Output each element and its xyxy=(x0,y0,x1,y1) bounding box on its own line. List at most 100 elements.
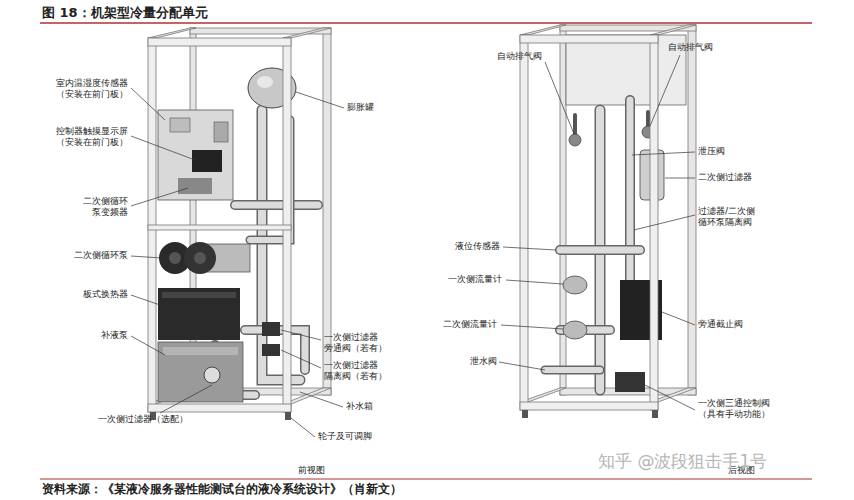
part-label: 泄水阀 xyxy=(470,356,497,367)
wheel xyxy=(522,410,658,418)
water-tank xyxy=(158,342,243,402)
wheel xyxy=(652,410,658,418)
control-panel xyxy=(158,110,233,200)
part-label: 补液泵 xyxy=(96,330,128,341)
control-panel xyxy=(170,118,190,132)
part-label: 一次侧三通控制阀 （具有手动功能） xyxy=(698,398,780,421)
leader-line xyxy=(131,188,188,206)
leader-line xyxy=(499,362,545,370)
plate-heat-exchanger xyxy=(162,292,236,298)
part-label: 泄压阀 xyxy=(698,146,725,157)
part-label: 自动排气阀 xyxy=(497,51,542,62)
part-label: 控制器触摸显示屏 （安装在前门板） xyxy=(46,126,128,149)
figure-title: 图 18：机架型冷量分配单元 xyxy=(42,5,208,21)
source-caption: 资料来源：《某液冷服务器性能测试台的液冷系统设计》（肖新文） xyxy=(42,482,402,497)
part-label: 二次侧循环泵 xyxy=(62,250,128,261)
rack-frame xyxy=(148,225,291,230)
flow-meter xyxy=(563,276,587,294)
part-label: 一次侧过滤器 旁通阀（若有） xyxy=(324,332,390,355)
leader-line xyxy=(662,312,695,325)
part-label: 二次侧循环 泵变频器 xyxy=(80,196,128,219)
water-tank xyxy=(163,347,238,355)
flow-meter xyxy=(569,134,581,146)
valve xyxy=(262,344,280,356)
part-label: 一次侧过滤器（选配） xyxy=(98,414,188,425)
pipe xyxy=(560,245,640,255)
pipe xyxy=(560,247,640,254)
leader-line xyxy=(131,295,160,305)
leader-line xyxy=(506,280,563,284)
leader-line xyxy=(632,152,695,155)
leader-line xyxy=(634,215,695,230)
circulation-pump xyxy=(159,242,250,274)
leader-line xyxy=(296,92,344,108)
view-label: 前视图 xyxy=(298,465,325,476)
circulation-pump xyxy=(194,252,206,264)
control-panel xyxy=(192,150,222,172)
control-panel xyxy=(214,122,228,142)
part-label: 轮子及可调脚 xyxy=(318,431,372,442)
leader-line xyxy=(131,336,165,355)
plate-heat-exchanger xyxy=(158,288,240,340)
pipe xyxy=(625,100,635,300)
pipe xyxy=(545,367,600,373)
control-panel xyxy=(158,110,233,200)
rack-frame xyxy=(650,25,696,35)
rack-frame xyxy=(148,28,196,38)
part-label: 自动排气阀 xyxy=(668,42,713,53)
watermark: 知乎 @波段狙击手1号 xyxy=(598,451,767,472)
water-tank xyxy=(158,342,243,402)
bypass-valve-block xyxy=(615,372,645,392)
pipe xyxy=(627,100,634,300)
part-label: 室内温湿度传感器 （安装在前门板） xyxy=(46,78,128,101)
rack-frame xyxy=(560,25,566,395)
water-tank xyxy=(204,367,220,383)
leader-line xyxy=(281,350,321,368)
expansion-tank xyxy=(257,76,273,88)
part-label: 液位传感器 xyxy=(455,241,500,252)
part-label: 一次侧流量计 xyxy=(448,274,502,285)
rack-frame xyxy=(688,25,696,395)
rule-line xyxy=(40,22,812,24)
leader-line xyxy=(291,418,315,437)
pipe xyxy=(545,366,600,375)
leader-line xyxy=(281,330,321,340)
valve xyxy=(262,322,280,356)
leader-line xyxy=(503,247,556,250)
leader-line xyxy=(160,385,212,413)
part-label: 补水箱 xyxy=(346,401,373,412)
rack-frame xyxy=(520,35,528,410)
control-panel xyxy=(178,178,212,194)
leader-line xyxy=(131,55,695,437)
leader-line xyxy=(650,55,680,126)
part-label: 板式换热器 xyxy=(78,289,128,300)
part-label: 膨胀罐 xyxy=(347,102,374,113)
part-label: 过滤器/二次侧 循环泵隔离阀 xyxy=(698,206,758,229)
circulation-pump xyxy=(184,242,216,274)
leader-line xyxy=(545,62,574,134)
leader-line xyxy=(131,88,165,120)
part-label: 二次侧流量计 xyxy=(443,319,497,330)
rack-frame xyxy=(520,402,658,410)
leader-line xyxy=(131,136,195,160)
secondary-pipe xyxy=(235,202,318,209)
pipe xyxy=(545,100,648,390)
leader-line xyxy=(645,385,695,410)
pipe xyxy=(575,112,648,140)
part-label: 一次侧过滤器 隔离阀（若有） xyxy=(324,360,390,383)
rack-frame xyxy=(520,35,658,410)
circulation-pump xyxy=(169,252,181,264)
rack-frame xyxy=(520,25,696,402)
rack-frame xyxy=(520,25,566,35)
flow-meter xyxy=(563,321,587,339)
rack-frame xyxy=(520,35,658,43)
rack-frame xyxy=(148,38,291,412)
rack-frame xyxy=(650,35,658,410)
rack-frame xyxy=(148,28,331,404)
rule-line xyxy=(40,478,812,479)
rack-frame xyxy=(283,28,331,38)
leader-line xyxy=(131,256,162,258)
secondary-pipe xyxy=(235,200,318,210)
leader-line xyxy=(665,178,695,179)
